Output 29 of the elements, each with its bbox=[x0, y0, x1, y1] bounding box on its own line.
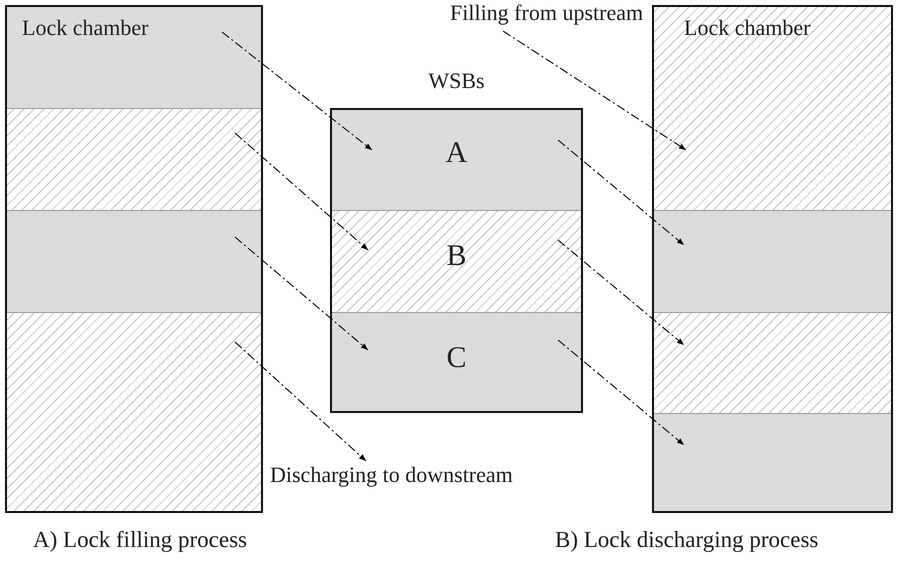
chamber-section bbox=[652, 210, 893, 312]
basin-section bbox=[330, 312, 583, 413]
section-letter: A bbox=[444, 136, 468, 170]
panel-caption: A) Lock filling process bbox=[33, 527, 247, 553]
section-letter: B bbox=[445, 239, 468, 273]
flow-text: Filling from upstream bbox=[450, 0, 644, 25]
chamber-section bbox=[5, 5, 263, 108]
flow-text: Discharging to downstream bbox=[270, 462, 513, 487]
chamber-section bbox=[5, 210, 263, 312]
flow-arrow bbox=[222, 32, 372, 150]
chamber-section bbox=[652, 312, 893, 413]
flow-arrow bbox=[558, 140, 684, 246]
chamber-section bbox=[5, 312, 263, 513]
section-title: Lock chamber bbox=[684, 15, 810, 41]
group-heading: WSBs bbox=[427, 68, 486, 94]
chamber-section bbox=[652, 5, 893, 210]
chamber-section bbox=[652, 413, 893, 513]
flow-arrow bbox=[502, 30, 686, 150]
section-title: Lock chamber bbox=[22, 15, 148, 41]
panel-caption: B) Lock discharging process bbox=[555, 527, 818, 553]
flow-arrow bbox=[234, 132, 368, 250]
chamber-section bbox=[5, 108, 263, 210]
basin-section bbox=[330, 210, 583, 312]
basin-section bbox=[330, 108, 583, 210]
flow-arrow bbox=[558, 340, 684, 446]
flow-arrow bbox=[234, 342, 366, 462]
flow-arrow bbox=[234, 236, 368, 350]
section-letter: C bbox=[445, 341, 468, 375]
flow-arrow bbox=[558, 240, 684, 346]
